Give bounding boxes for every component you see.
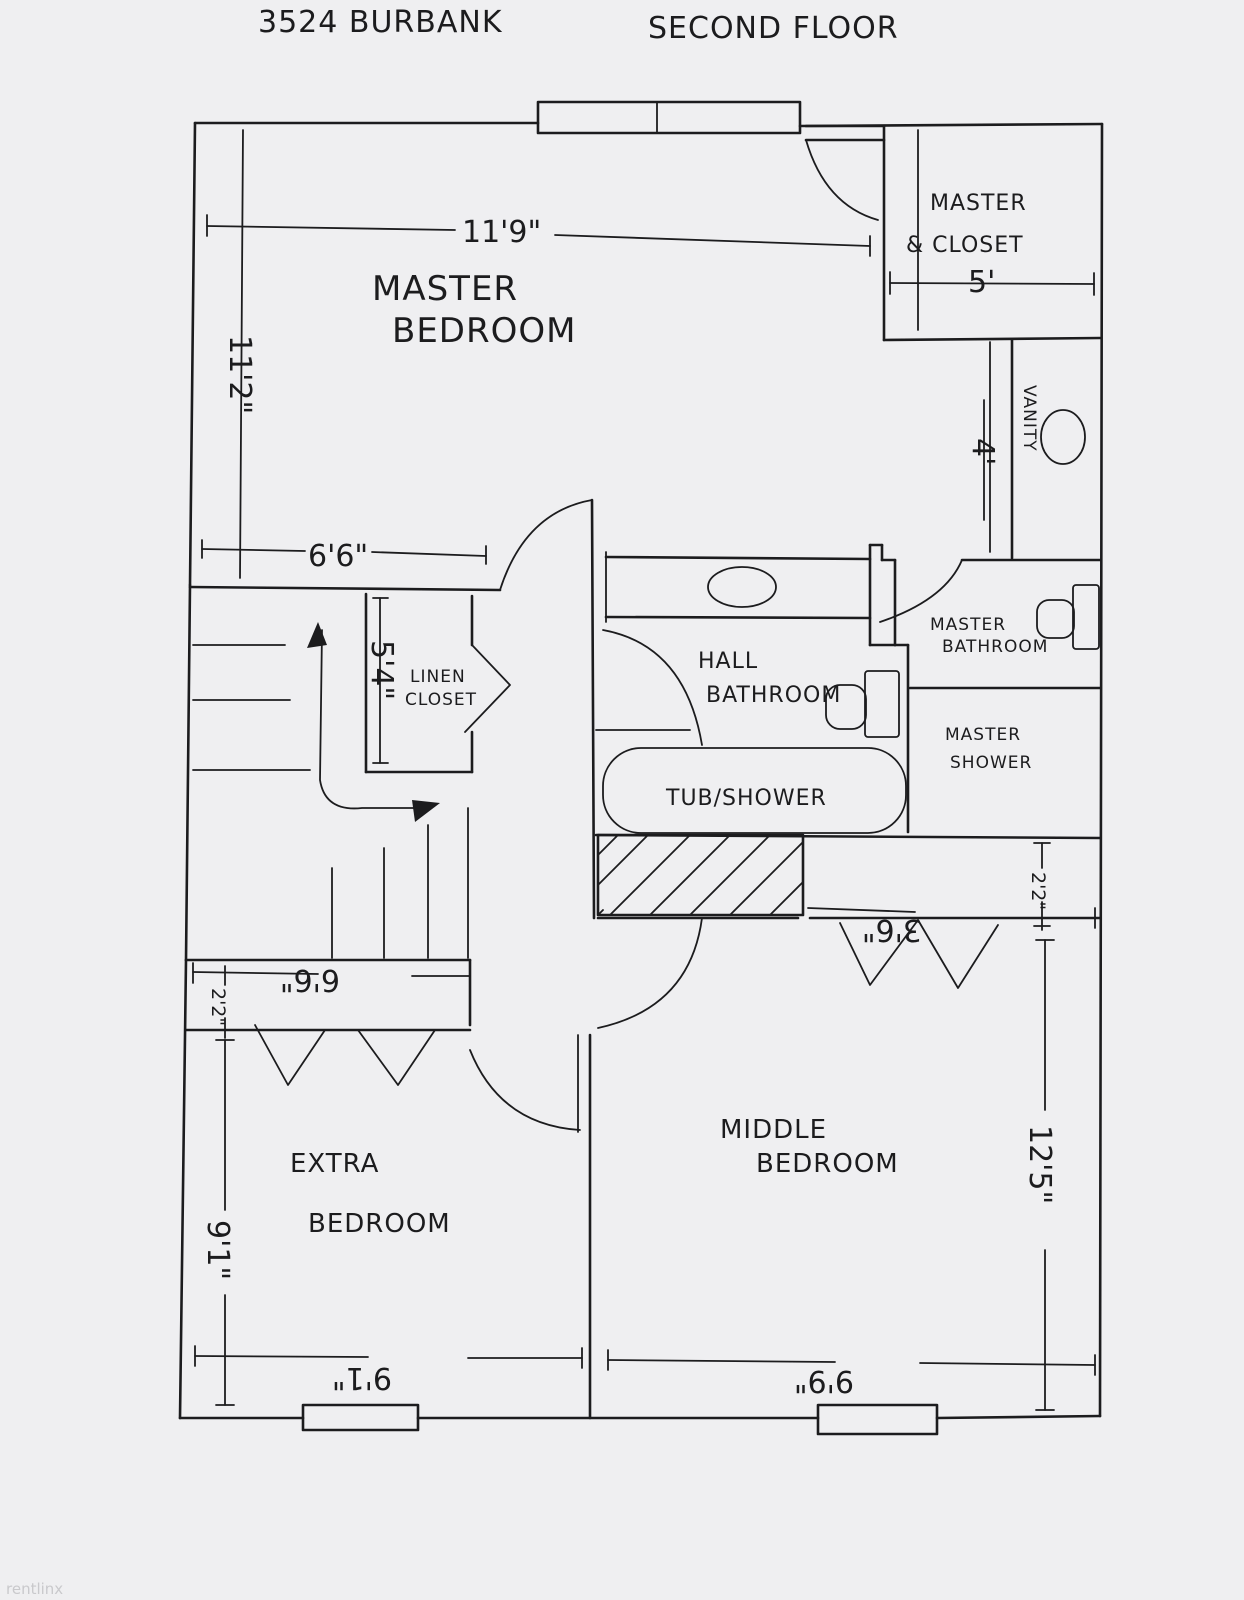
stair-arrow-up-icon [307, 622, 327, 648]
middle-bedroom-label: MIDDLE [720, 1115, 827, 1145]
room-labels: MASTER BEDROOM MASTER & CLOSET VANITY LI… [290, 191, 1048, 1239]
dim-linen-depth: 5'4" [364, 640, 399, 700]
chimney-hatched [596, 833, 805, 917]
middle-bedroom-label-2: BEDROOM [756, 1149, 899, 1179]
master-bathroom-label-2: BATHROOM [942, 637, 1048, 657]
middle-bedroom-walls [596, 916, 1102, 1029]
master-closet-walls [804, 124, 1102, 342]
dim-middle-depth: 12'5" [1022, 1125, 1057, 1204]
master-bathroom-label: MASTER [930, 615, 1006, 635]
extra-bedroom-label: EXTRA [290, 1149, 379, 1179]
linen-closet-label: LINEN [410, 667, 466, 687]
dim-extra-width: 9'1" [332, 1360, 392, 1395]
hall-toilet-icon [825, 670, 900, 738]
master-bedroom-walls [188, 129, 596, 920]
extra-bedroom-label-2: BEDROOM [308, 1209, 451, 1239]
hall-bathroom-label-2: BATHROOM [706, 683, 841, 708]
hall-bathroom-label: HALL [698, 649, 758, 674]
dim-middle-width: 9'9" [794, 1363, 854, 1398]
master-closet-label-2: & CLOSET [906, 233, 1024, 258]
address-title: 3524 BURBANK [258, 5, 503, 40]
watermark: rentlinx [6, 1580, 63, 1598]
dim-master-width: 11'9" [462, 215, 541, 250]
linen-closet-label-2: CLOSET [405, 690, 477, 710]
dim-master-depth: 11'2" [222, 335, 257, 414]
dim-middle-closet-width: 3'6" [862, 912, 922, 947]
vanity-sink-icon [1040, 409, 1086, 465]
floor-title: SECOND FLOOR [648, 11, 899, 46]
master-bedroom-label: MASTER [372, 269, 518, 309]
extra-bedroom-walls [184, 958, 592, 1420]
linen-closet-walls [364, 592, 511, 774]
master-bedroom-label-2: BEDROOM [392, 311, 576, 351]
master-bathroom-walls [879, 558, 1102, 690]
master-closet-label: MASTER [930, 191, 1027, 216]
dim-extra-closet-width: 6'6" [280, 962, 340, 997]
hall-sink-icon [707, 566, 777, 608]
dim-extra-closet-depth: 2'2" [207, 988, 229, 1026]
dimension-lines [192, 214, 1096, 1411]
tub-shower-label: TUB/SHOWER [665, 786, 827, 811]
vanity-label: VANITY [1019, 385, 1039, 452]
master-toilet-icon [1036, 584, 1100, 650]
staircase [192, 622, 469, 959]
master-shower-label: MASTER [945, 725, 1021, 745]
dim-master-closet-wall: 6'6" [308, 539, 368, 574]
dim-vanity: 4' [965, 438, 1000, 465]
master-shower-label-2: SHOWER [950, 753, 1032, 773]
stair-arrow-right-icon [412, 800, 440, 822]
hall-bathroom-walls [595, 543, 910, 834]
dim-extra-depth: 9'1" [200, 1220, 235, 1280]
dim-middle-closet-depth: 2'2" [1027, 872, 1049, 910]
vanity-area [989, 338, 1086, 560]
windows [301, 100, 939, 1436]
dim-master-closet-width: 5' [968, 265, 995, 300]
dimension-labels: 11'9" 11'2" 5' 4' 6'6" 5'4" 3'6" 2'2" 6'… [200, 215, 1057, 1398]
